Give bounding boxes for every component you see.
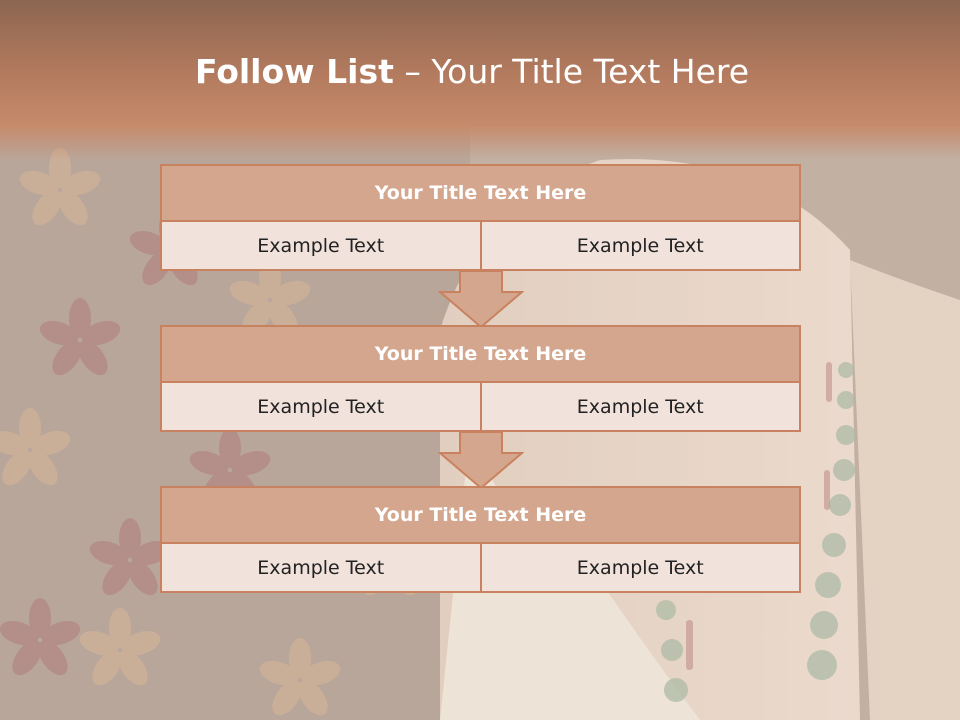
step-title: Your Title Text Here <box>162 488 799 544</box>
down-arrow-icon <box>438 431 524 489</box>
slide-title: Follow List – Your Title Text Here <box>0 52 944 91</box>
step-text-left: Example Text <box>162 383 482 430</box>
step-text-left: Example Text <box>162 222 482 269</box>
step-box-2: Your Title Text Here Example Text Exampl… <box>160 325 801 432</box>
step-text-left: Example Text <box>162 544 482 591</box>
step-text-right: Example Text <box>576 234 704 257</box>
slide-title-bold: Follow List <box>194 52 394 91</box>
step-box-1: Your Title Text Here Example Text Exampl… <box>160 164 801 271</box>
slide-title-rest: – Your Title Text Here <box>393 52 750 91</box>
step-title: Your Title Text Here <box>162 327 799 383</box>
down-arrow-icon <box>438 270 524 328</box>
step-text-right: Example Text <box>576 395 704 418</box>
step-text-right: Example Text <box>576 556 704 579</box>
step-title: Your Title Text Here <box>162 166 799 222</box>
title-band <box>0 0 960 160</box>
step-box-3: Your Title Text Here Example Text Exampl… <box>160 486 801 593</box>
